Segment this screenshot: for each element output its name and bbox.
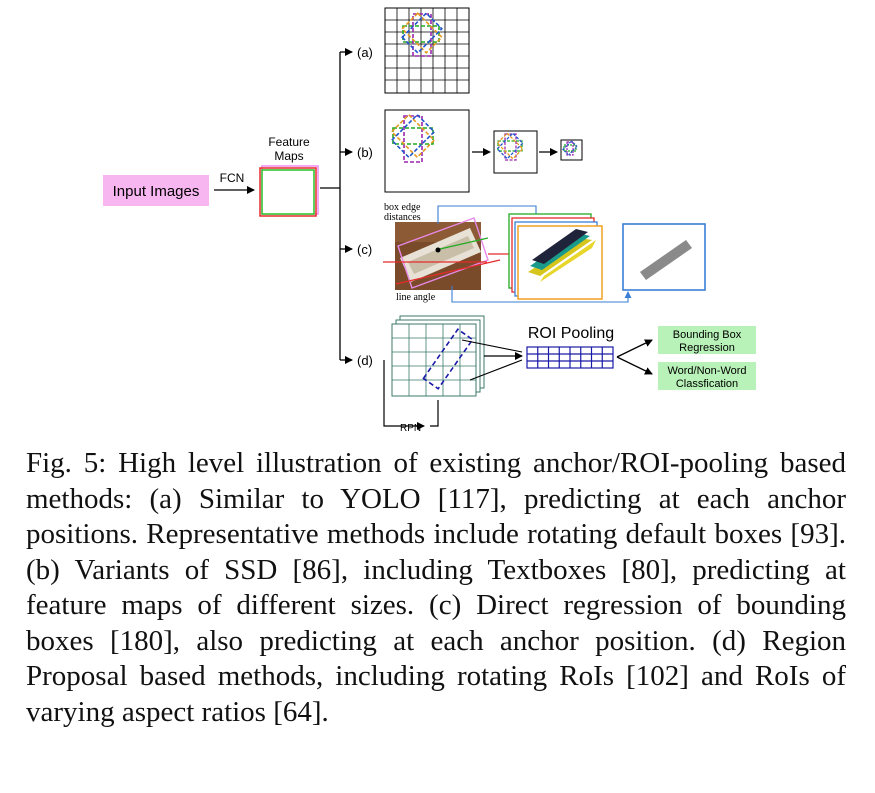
word-classification-label-1: Word/Non-Word xyxy=(667,365,746,377)
roi-pooling-grid xyxy=(526,346,614,369)
branch-b-label: (b) xyxy=(357,145,373,160)
branch-connector xyxy=(320,48,353,364)
rpn-label: RPN xyxy=(400,423,421,434)
word-classification-label-2: Classfication xyxy=(676,378,738,390)
feature-maps-label-1: Feature xyxy=(268,135,310,149)
bbox-regression-label-1: Bounding Box xyxy=(673,329,742,341)
fcn-label: FCN xyxy=(220,171,245,185)
ssd-maps-b xyxy=(384,109,583,193)
branch-d-label: (d) xyxy=(357,353,373,368)
box-edge-label-1: box edge xyxy=(384,202,421,213)
bbox-regression-box xyxy=(658,326,756,354)
anchor-grid-a xyxy=(384,7,470,94)
branch-a-label: (a) xyxy=(357,45,373,60)
region-proposal-d xyxy=(383,315,523,430)
branch-c-label: (c) xyxy=(357,242,372,257)
box-edge-label-2: distances xyxy=(384,212,421,223)
roi-pooling-label: ROI Pooling xyxy=(528,325,614,342)
figure-caption: Fig. 5: High level illustration of exist… xyxy=(26,447,846,728)
feature-maps-label-2: Maps xyxy=(274,149,303,163)
line-angle-label: line angle xyxy=(396,292,436,303)
input-images-label: Input Images xyxy=(113,183,200,200)
feature-maps-stack xyxy=(259,165,319,217)
direct-regression-c xyxy=(383,205,706,303)
roi-arrow-lower xyxy=(616,356,653,375)
input-images-box xyxy=(103,175,209,206)
word-classification-box xyxy=(658,362,756,390)
method-diagram: Input Images FCN Feature Maps (a) (b) (c… xyxy=(103,7,756,434)
roi-arrow-upper xyxy=(616,339,653,358)
bbox-regression-label-2: Regression xyxy=(679,342,735,354)
